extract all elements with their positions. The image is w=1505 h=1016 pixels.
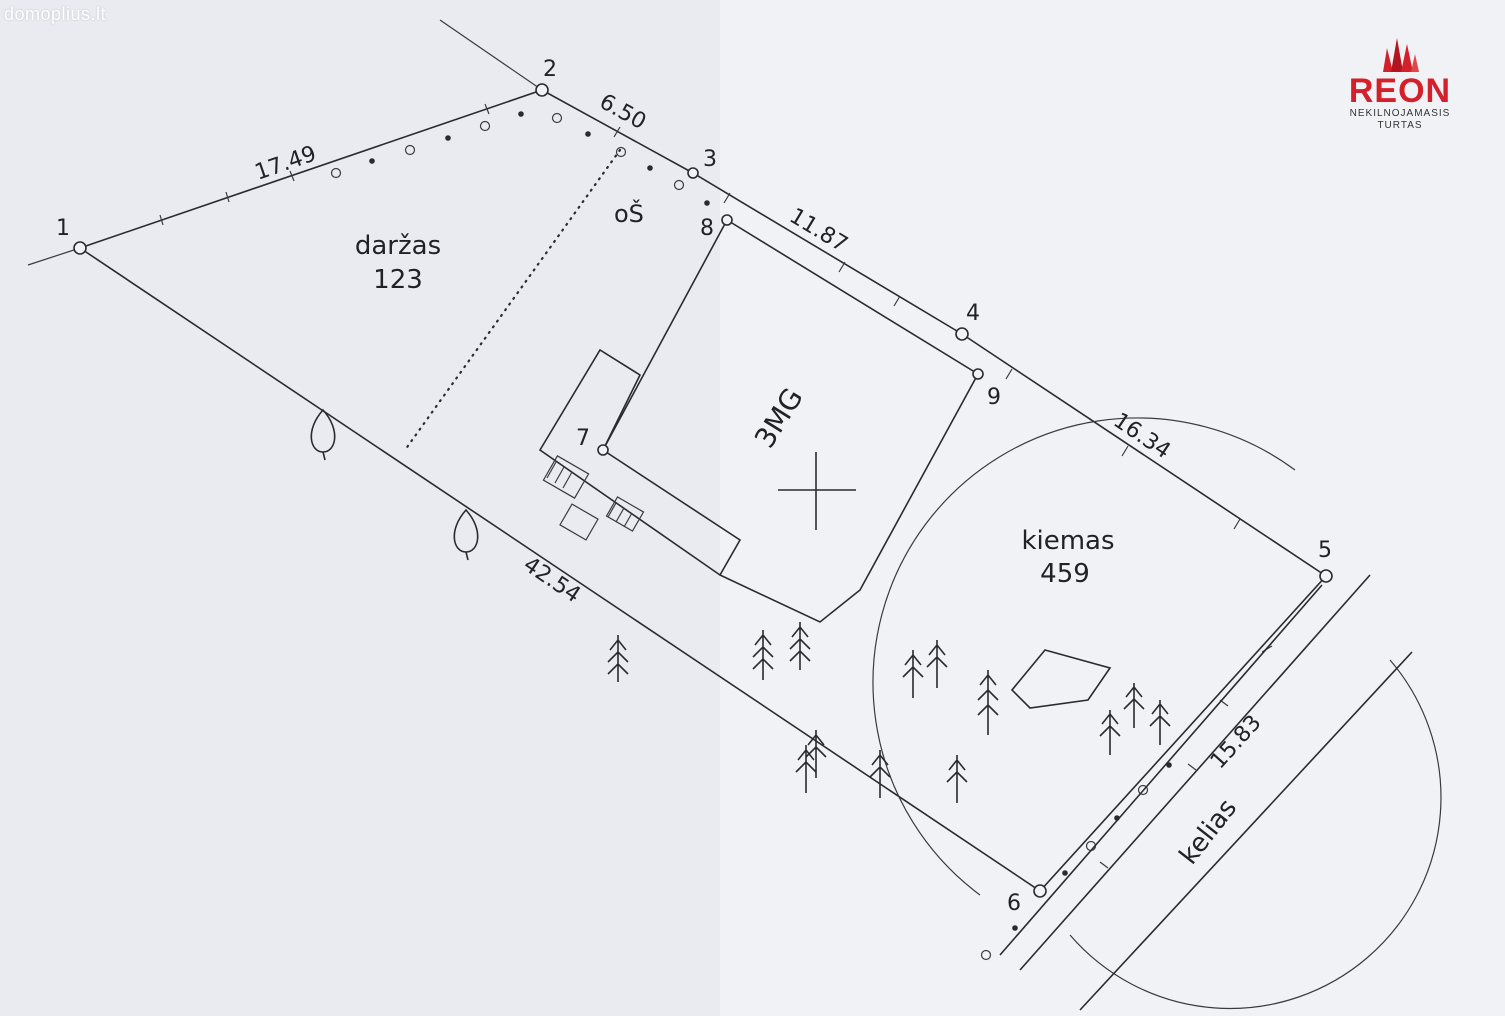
point-5-label: 5 xyxy=(1318,538,1332,563)
watermark: domoplius.lt xyxy=(4,4,107,24)
point-4-label: 4 xyxy=(966,301,980,326)
point-1-marker xyxy=(73,241,87,255)
distance-5-6: 15.83 xyxy=(1206,710,1267,774)
point-4-marker xyxy=(955,327,969,341)
garden-area-name: daržas xyxy=(355,231,441,261)
reon-logo: REON NEKILNOJAMASIS TURTAS xyxy=(1325,34,1475,134)
distance-6-1: 42.54 xyxy=(519,552,585,608)
building-stairs xyxy=(542,455,645,541)
distance-1-2: 17.49 xyxy=(252,142,320,186)
reon-buildings-icon xyxy=(1383,38,1419,72)
plot-boundary xyxy=(79,89,1328,893)
main-building xyxy=(601,218,980,623)
point-8-label: 8 xyxy=(700,216,714,241)
outbuilding-code-label: oŠ xyxy=(614,198,644,228)
yard-area-name: kiemas xyxy=(1021,526,1114,556)
distance-3-4: 11.87 xyxy=(785,204,852,258)
point-9-marker xyxy=(972,368,984,380)
road-lines xyxy=(999,574,1413,1011)
distance-2-3: 6.50 xyxy=(595,89,650,135)
point-7-marker xyxy=(597,444,609,456)
point-6-marker xyxy=(1033,884,1047,898)
conifer-trees xyxy=(607,622,1171,803)
garden-divider xyxy=(403,148,622,452)
building-annex xyxy=(538,348,721,576)
logo-subtitle-1: NEKILNOJAMASIS xyxy=(1349,108,1451,119)
point-6-label: 6 xyxy=(1007,891,1021,916)
distance-4-5: 16.34 xyxy=(1109,408,1175,464)
point-2-label: 2 xyxy=(543,57,557,82)
point-8-marker xyxy=(721,214,733,226)
fence-markers xyxy=(330,111,1172,961)
point-7-label: 7 xyxy=(576,426,590,451)
scan-background-left xyxy=(0,0,720,1016)
point-2-marker xyxy=(535,83,549,97)
yard-circle xyxy=(872,417,1296,896)
deciduous-trees xyxy=(310,408,479,561)
building-center-cross xyxy=(778,452,856,530)
yard-area-value: 459 xyxy=(1040,559,1090,589)
point-5-marker xyxy=(1319,569,1333,583)
pond xyxy=(1010,649,1112,709)
building-code-label: 3MG xyxy=(748,382,810,453)
boundary-ticks xyxy=(159,103,1273,869)
extension-line-2 xyxy=(439,19,543,91)
point-9-label: 9 xyxy=(987,385,1001,410)
point-3-label: 3 xyxy=(703,147,717,172)
road-label: kelias xyxy=(1174,793,1243,870)
garden-area-value: 123 xyxy=(373,265,423,295)
yard-circle-arc xyxy=(1069,659,1442,1010)
logo-wordmark: REON xyxy=(1348,72,1452,110)
point-3-marker xyxy=(687,167,699,179)
point-1-label: 1 xyxy=(56,216,70,241)
scan-background-right xyxy=(720,0,1505,1016)
survey-points xyxy=(73,83,1333,898)
logo-subtitle-2: TURTAS xyxy=(1377,120,1423,131)
extension-line-1 xyxy=(27,247,81,266)
